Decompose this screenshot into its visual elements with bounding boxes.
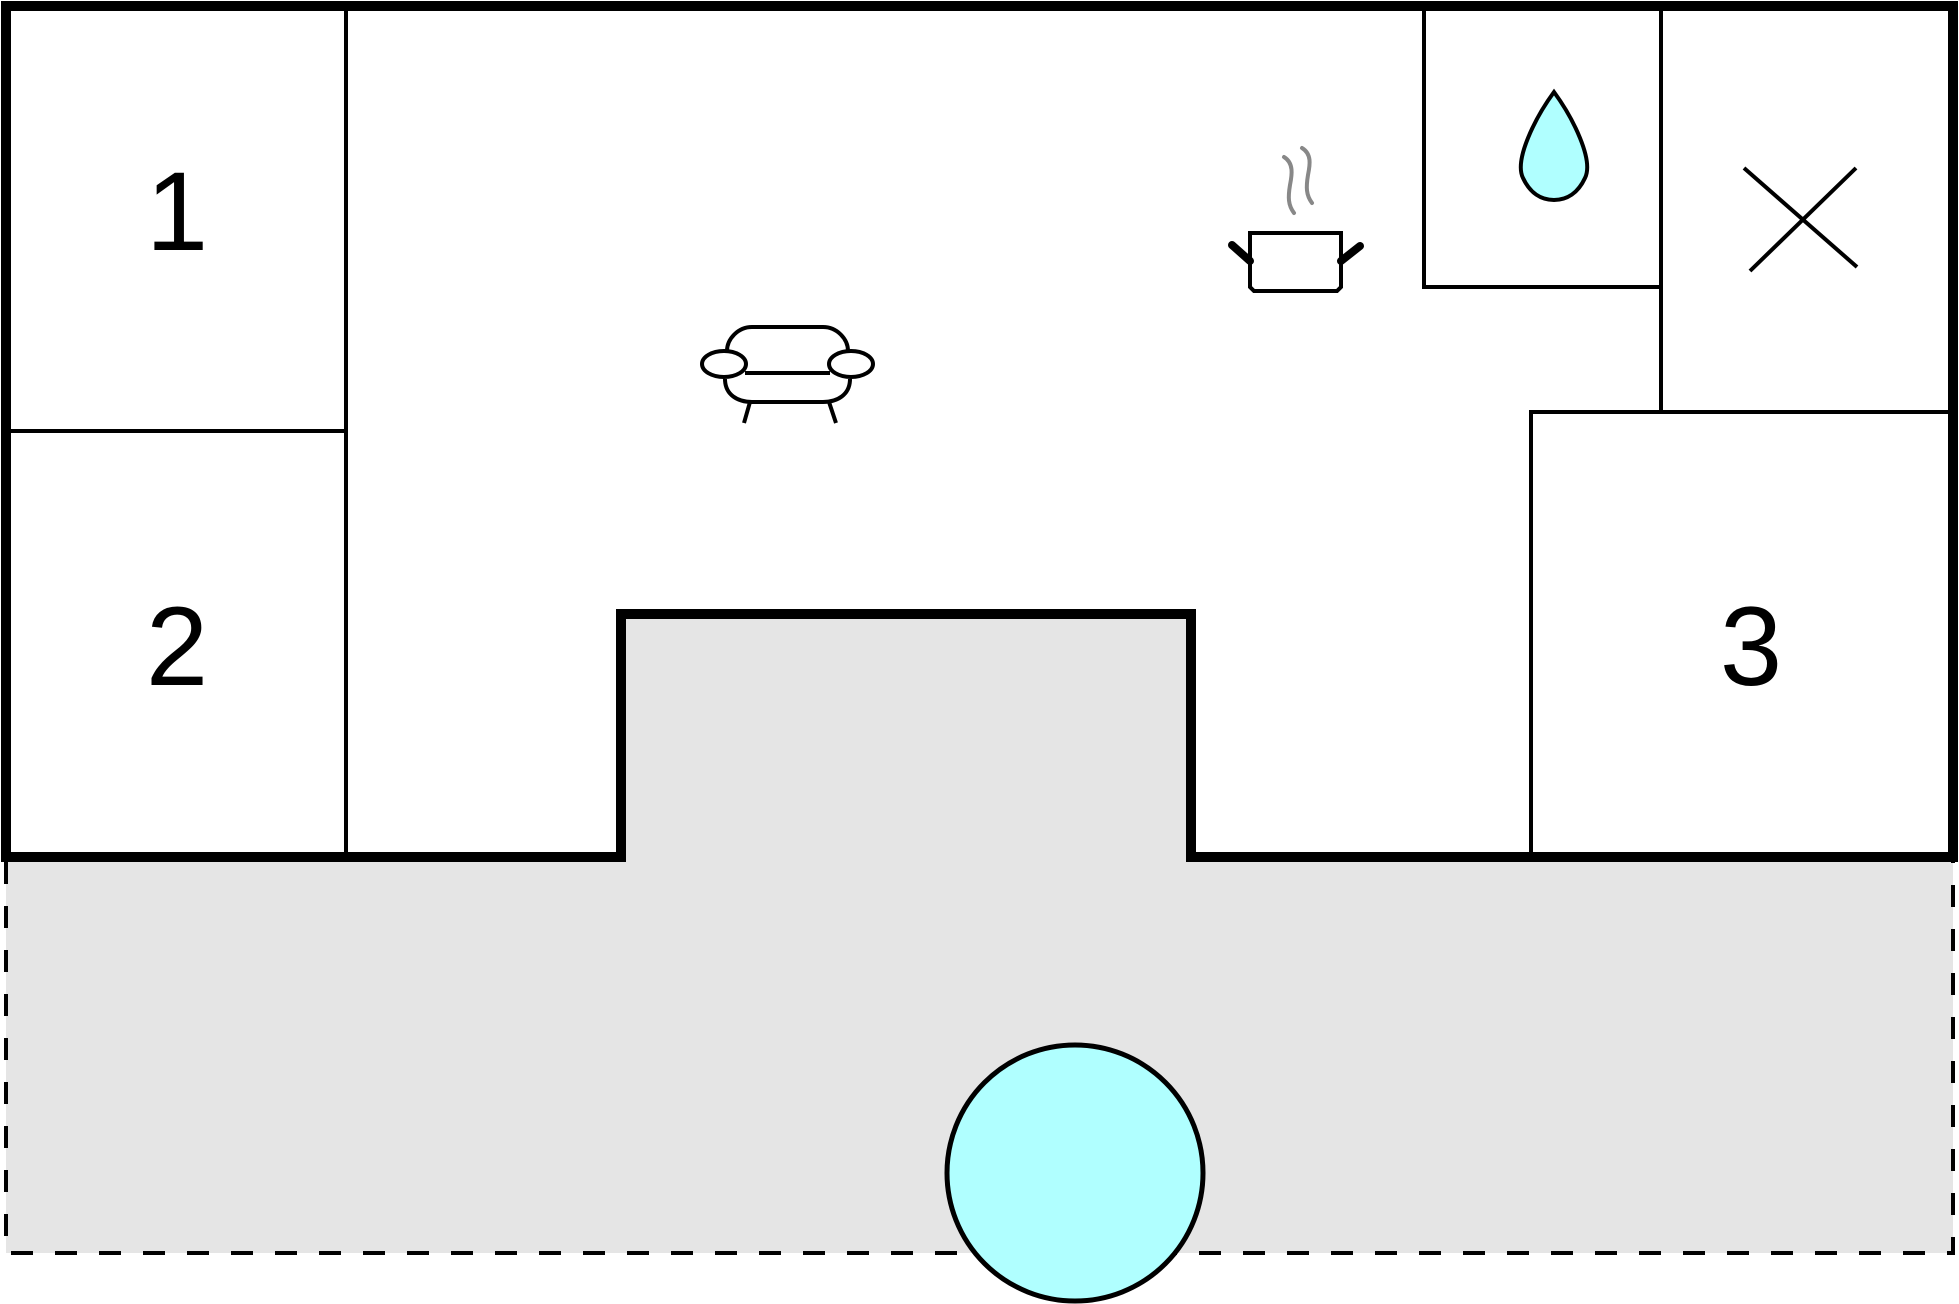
cross-icon — [1742, 166, 1859, 273]
water-drop-icon — [1518, 88, 1590, 203]
cooking-pot-icon — [1228, 146, 1364, 293]
terrace-area — [6, 614, 1953, 1253]
room-label-3: 3 — [1720, 584, 1782, 709]
pool-circle — [944, 1042, 1206, 1304]
room-label-1: 1 — [146, 149, 208, 274]
interior-walls — [6, 6, 1953, 857]
sofa-icon — [700, 325, 875, 424]
room-label-2: 2 — [146, 584, 208, 709]
outer-walls — [1, 1, 1958, 862]
